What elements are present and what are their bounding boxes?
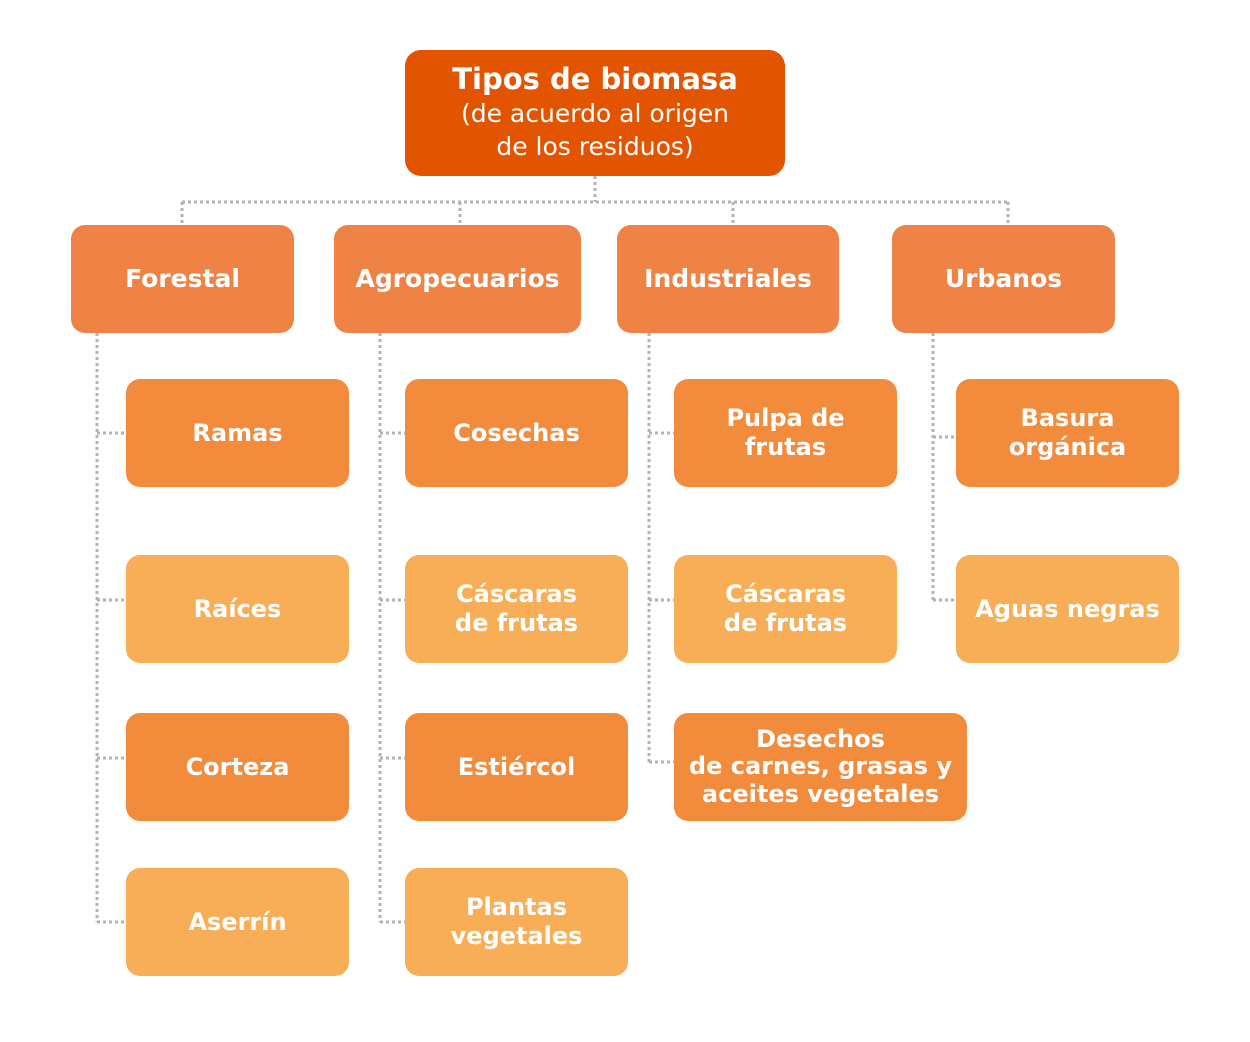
item-label: Cáscaras de frutas — [723, 580, 848, 637]
category-label: Urbanos — [944, 264, 1063, 293]
category-agropecuarios: Agropecuarios — [334, 225, 581, 333]
category-label: Industriales — [644, 264, 812, 293]
item-raices: Raíces — [126, 555, 349, 663]
item-corteza: Corteza — [126, 713, 349, 821]
item-label: Corteza — [185, 752, 290, 781]
item-label: Pulpa de frutas — [726, 404, 845, 461]
item-label: Raíces — [193, 594, 282, 623]
item-aserrin: Aserrín — [126, 868, 349, 976]
root-node: Tipos de biomasa (de acuerdo al origen d… — [405, 50, 785, 176]
item-ramas: Ramas — [126, 379, 349, 487]
item-label: Aserrín — [188, 907, 287, 936]
item-cascaras-de-frutas-indus: Cáscaras de frutas — [674, 555, 897, 663]
item-label: Aguas negras — [975, 594, 1160, 623]
item-cosechas: Cosechas — [405, 379, 628, 487]
item-label: Cáscaras de frutas — [454, 580, 579, 637]
item-pulpa-de-frutas: Pulpa de frutas — [674, 379, 897, 487]
item-label: Cosechas — [453, 418, 580, 447]
item-label: Ramas — [192, 418, 283, 447]
category-industriales: Industriales — [617, 225, 839, 333]
item-label: Estiércol — [457, 752, 576, 781]
item-desechos: Desechos de carnes, grasas y aceites veg… — [674, 713, 967, 821]
item-basura-organica: Basura orgánica — [956, 379, 1179, 487]
category-label: Agropecuarios — [355, 264, 560, 293]
root-title: Tipos de biomasa — [452, 61, 738, 96]
item-label: Plantas vegetales — [450, 893, 583, 950]
item-label: Basura orgánica — [1008, 404, 1127, 461]
item-label: Desechos de carnes, grasas y aceites veg… — [688, 724, 953, 808]
category-forestal: Forestal — [71, 225, 294, 333]
item-plantas-vegetales: Plantas vegetales — [405, 868, 628, 976]
item-aguas-negras: Aguas negras — [956, 555, 1179, 663]
item-cascaras-de-frutas-agro: Cáscaras de frutas — [405, 555, 628, 663]
category-urbanos: Urbanos — [892, 225, 1115, 333]
root-subtitle: (de acuerdo al origen de los residuos) — [460, 98, 730, 162]
category-label: Forestal — [125, 264, 240, 293]
item-estiercol: Estiércol — [405, 713, 628, 821]
